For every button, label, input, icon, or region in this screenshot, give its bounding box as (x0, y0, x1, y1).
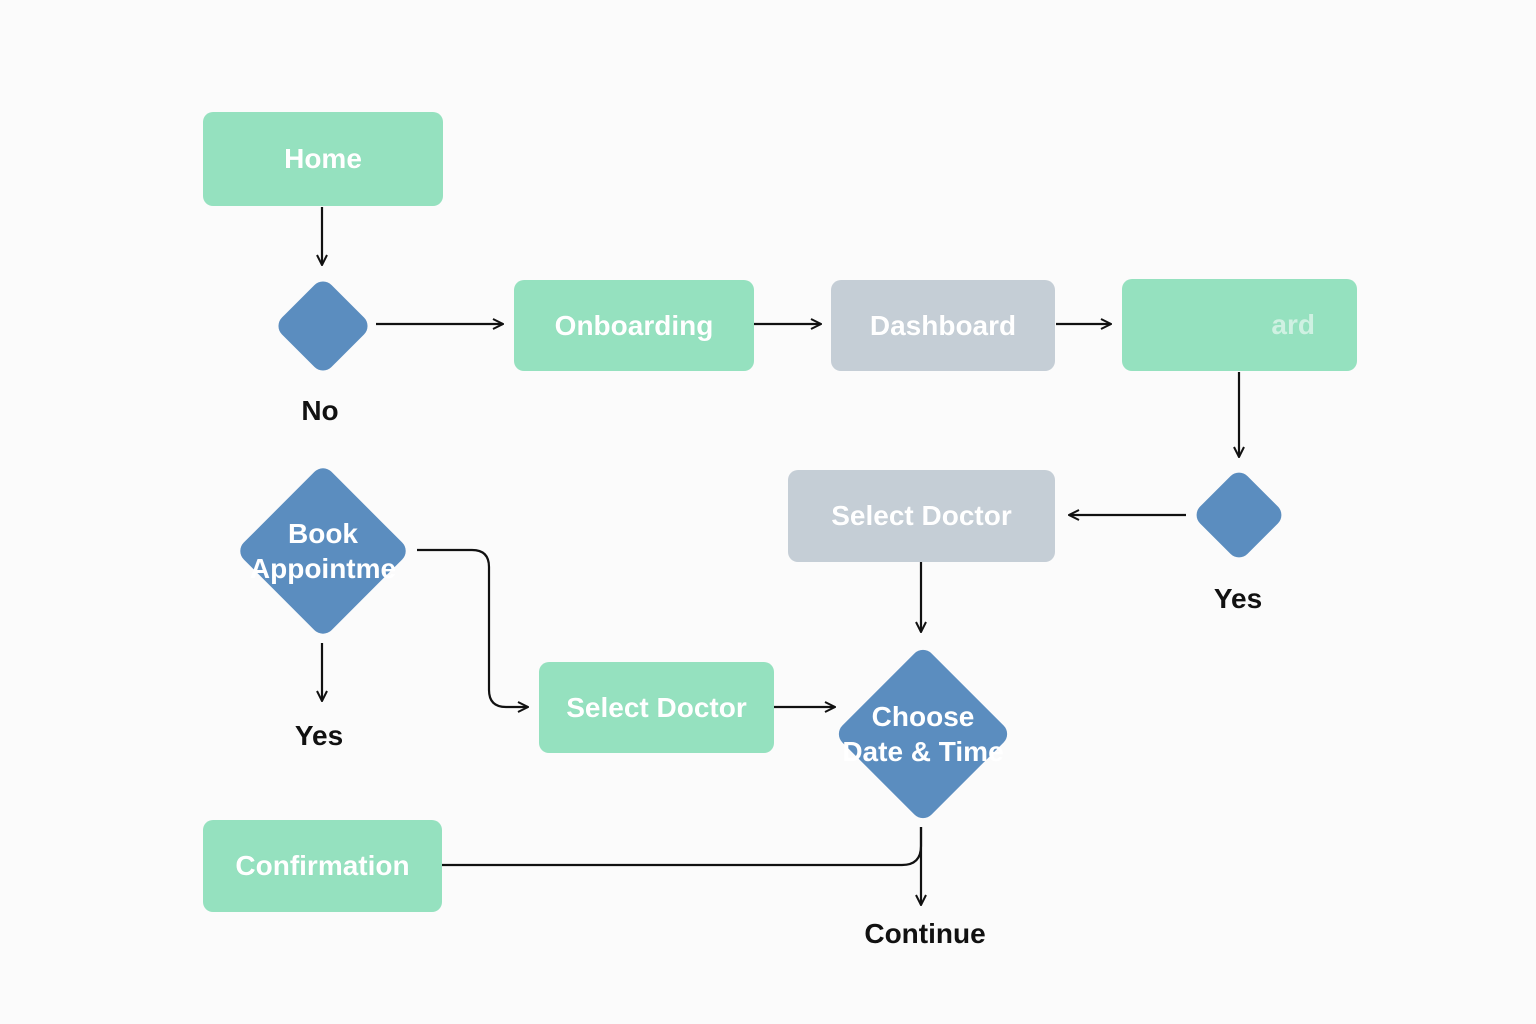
onboarding-label: Onboarding (554, 309, 714, 341)
select-doctor-top-label: Select Doctor (831, 500, 1012, 531)
book-appointment-line-1: Book (288, 518, 358, 549)
confirmation-node: Confirmation (203, 820, 442, 912)
confirmation-label: Confirmation (235, 850, 410, 881)
home-label: Home (284, 143, 362, 174)
connector-book-to-select-doctor (417, 548, 528, 707)
dashboard-node: Dashboard (831, 280, 1055, 371)
home-node: Home (203, 112, 443, 206)
dashboard-label: Dashboard (869, 309, 1017, 341)
first-decision-label (272, 276, 374, 376)
select-doctor-top-node: Select Doctor (788, 470, 1055, 562)
choose-date-time-line-1: Choose (871, 701, 975, 732)
choose-date-time-label: Choose Date & Time (832, 642, 1014, 826)
book-appointment-label: Book Appointme (233, 462, 413, 640)
book-appointment-diamond: Book Appointme (233, 462, 413, 640)
yes-right-label: Yes (1213, 583, 1263, 614)
right-decision-diamond (1189, 467, 1289, 563)
partial-card-node: ard (1122, 279, 1357, 371)
onboarding-node: Onboarding (514, 280, 754, 371)
choose-date-time-line-2: Date & Time (842, 736, 1004, 767)
no-label: No (301, 395, 339, 426)
select-doctor-bottom-label: Select Doctor (566, 691, 747, 723)
first-decision-diamond (272, 276, 374, 376)
continue-label: Continue (864, 918, 986, 949)
yes-left-label: Yes (294, 720, 344, 751)
connector-confirmation-to-choose (442, 827, 923, 867)
partial-card-label: ard (1271, 309, 1315, 340)
right-decision-label (1189, 467, 1289, 563)
select-doctor-bottom-node: Select Doctor (539, 662, 774, 753)
book-appointment-line-2: Appointme (249, 553, 397, 584)
choose-date-time-diamond: Choose Date & Time (832, 642, 1014, 826)
